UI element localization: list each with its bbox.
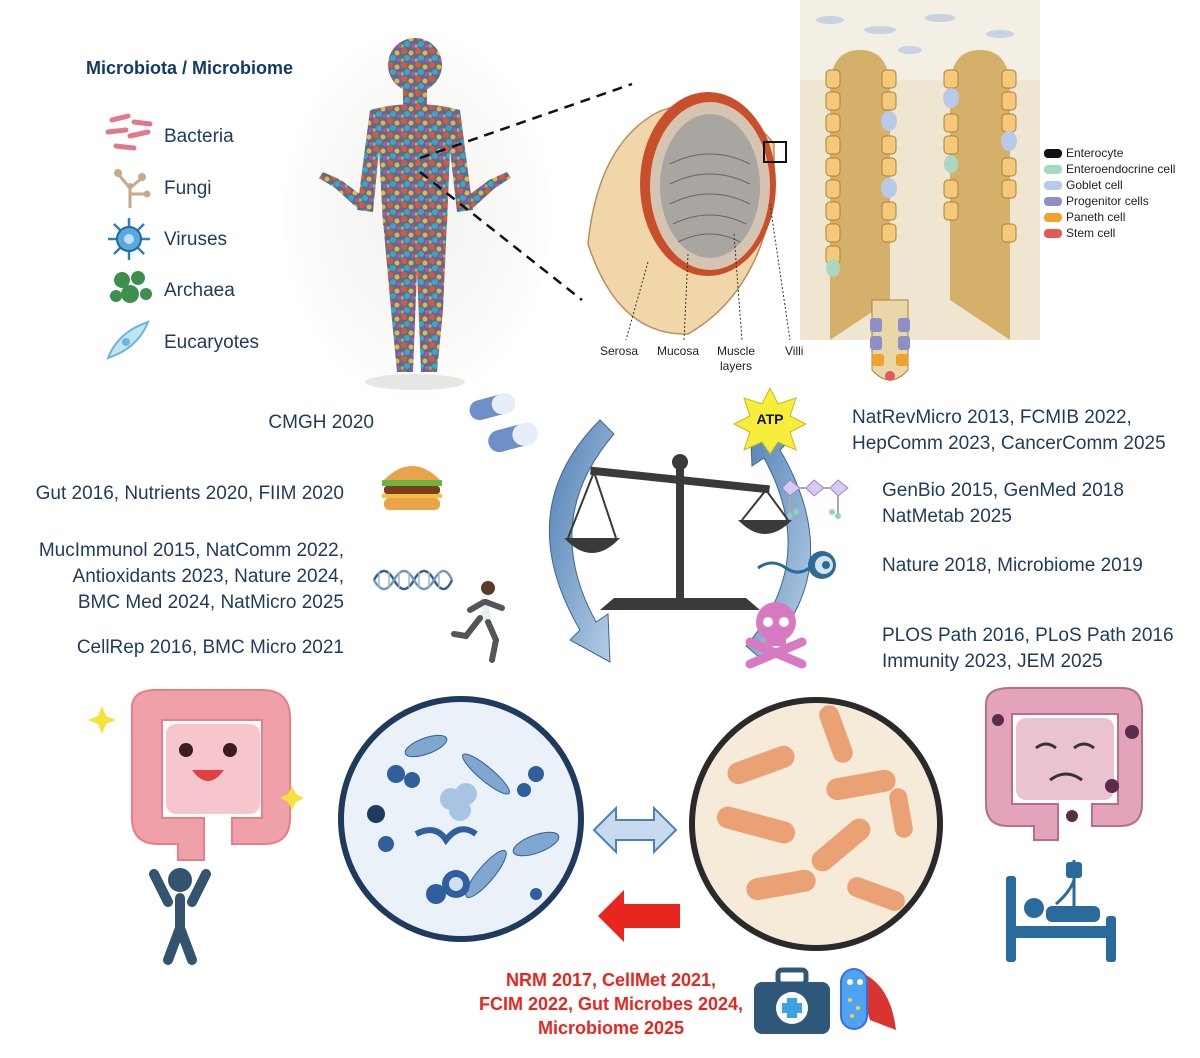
ref-line: Microbiome 2025	[537, 1018, 685, 1038]
runner-icon	[448, 578, 518, 669]
legend-label: Progenitor cells	[1066, 194, 1149, 208]
ref-line: PLOS Path 2016, PLoS Path 2016	[882, 625, 1174, 646]
legend-item: Progenitor cells	[1044, 194, 1200, 210]
superhero-bacterium-icon	[830, 960, 900, 1045]
zoom-dashed-lines	[419, 82, 633, 301]
pills-icon	[469, 388, 540, 465]
hospital-bed-patient-icon	[1000, 856, 1124, 971]
ref-line: NatRevMicro 2013, FCMIB 2022,	[852, 407, 1132, 428]
ref-bacteria: Nature 2018, Microbiome 2019	[882, 555, 1143, 576]
microbiota-item-label: Fungi	[164, 178, 212, 199]
happy-gut-icon	[88, 668, 312, 869]
legend-label: Enteroendocrine cell	[1066, 162, 1176, 176]
villi-crypt-illustration	[800, 0, 1040, 390]
microbiota-title: Microbiota / Microbiome	[86, 58, 294, 78]
ref-genetics-exercise: MucImmunol 2015, NatComm 2022, Antioxida…	[10, 538, 344, 616]
balance-scale-icon	[564, 454, 792, 610]
label-villi: Villi	[785, 344, 804, 358]
legend-item: Enterocyte	[1044, 146, 1200, 162]
microbiota-item-label: Archaea	[164, 280, 235, 301]
metabolite-molecule-icon	[776, 466, 856, 531]
legend-label: Goblet cell	[1066, 178, 1123, 192]
microbiota-item-label: Viruses	[164, 229, 228, 250]
legend-label: Stem cell	[1066, 226, 1116, 240]
ref-line: NRM 2017, CellMet 2021,	[505, 970, 717, 990]
burger-icon	[380, 458, 444, 519]
ref-diet: Gut 2016, Nutrients 2020, FIIM 2020	[35, 483, 344, 504]
skull-toxin-icon	[744, 598, 808, 673]
microbiota-item-label: Bacteria	[164, 126, 234, 147]
eucaryote-icon	[104, 318, 154, 367]
human-body-figure	[275, 20, 560, 400]
balance-cycle	[520, 400, 840, 680]
sad-gut-icon	[962, 676, 1162, 849]
flagellated-bacterium-icon	[756, 544, 836, 591]
archaea-icon	[108, 268, 154, 317]
atp-icon: ATP	[732, 386, 808, 459]
legend-item: Enteroendocrine cell	[1044, 162, 1200, 178]
ref-therapy: NRM 2017, CellMet 2021, FCIM 2022, Gut M…	[466, 968, 756, 1040]
ref-other-left: CellRep 2016, BMC Micro 2021	[76, 637, 344, 658]
healthy-microbiome-circle	[336, 694, 586, 949]
cell-legend: Enterocyte Enteroendocrine cell Goblet c…	[1044, 146, 1200, 242]
ref-line: BMC Med 2024, NatMicro 2025	[77, 592, 344, 613]
legend-item: Goblet cell	[1044, 178, 1200, 194]
ref-toxin: PLOS Path 2016, PLoS Path 2016 Immunity …	[882, 623, 1192, 675]
virus-icon	[106, 216, 152, 267]
medical-kit-icon	[752, 966, 832, 1041]
ref-drugs: CMGH 2020	[268, 412, 374, 433]
bacteria-icon	[104, 112, 154, 161]
legend-label: Paneth cell	[1066, 210, 1126, 224]
dna-icon	[372, 560, 454, 605]
label-muscle-layers: Muscle layers	[716, 344, 755, 373]
ref-atp: NatRevMicro 2013, FCMIB 2022, HepComm 20…	[852, 405, 1192, 457]
therapy-red-arrow	[596, 888, 682, 949]
ref-line: FCIM 2022, Gut Microbes 2024,	[478, 994, 744, 1014]
bidirectional-arrow	[592, 804, 678, 861]
fungi-icon	[108, 164, 154, 215]
ref-line: HepComm 2023, CancerComm 2025	[852, 433, 1166, 454]
happy-person-icon	[140, 864, 220, 973]
legend-label: Enterocyte	[1066, 146, 1124, 160]
atp-label: ATP	[756, 411, 784, 427]
label-mucosa: Mucosa	[657, 344, 700, 358]
ref-line: Immunity 2023, JEM 2025	[882, 651, 1103, 672]
dysbiotic-microbiome-circle	[686, 694, 948, 961]
ref-metabolites: GenBio 2015, GenMed 2018 NatMetab 2025	[882, 478, 1192, 530]
label-serosa: Serosa	[600, 344, 639, 358]
microbiota-item-label: Eucaryotes	[164, 332, 260, 353]
ref-line: NatMetab 2025	[882, 506, 1012, 527]
ref-line: Antioxidants 2023, Nature 2024,	[72, 566, 344, 587]
intestine-cross-section	[578, 84, 798, 341]
ref-line: MucImmunol 2015, NatComm 2022,	[38, 540, 344, 561]
legend-item: Paneth cell	[1044, 210, 1200, 226]
legend-item: Stem cell	[1044, 226, 1200, 242]
ref-line: GenBio 2015, GenMed 2018	[882, 480, 1124, 501]
